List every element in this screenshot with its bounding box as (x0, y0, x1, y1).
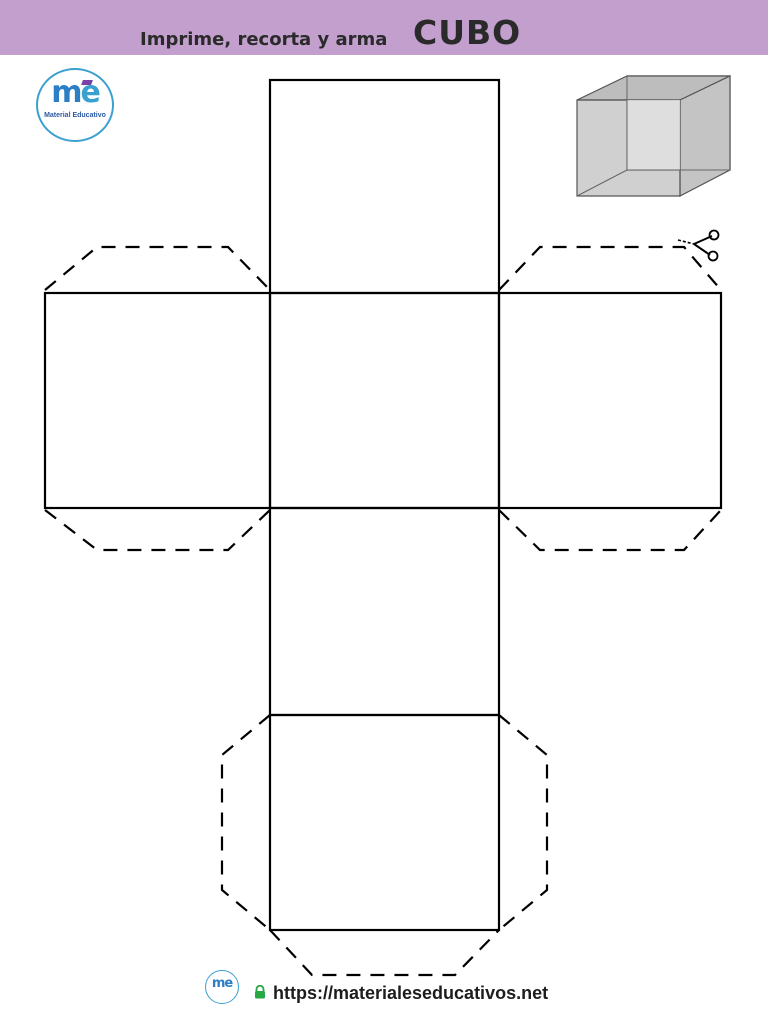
website-link[interactable]: https://materialeseducativos.net (273, 983, 549, 1003)
net-face-lower (268, 506, 501, 717)
cube-illustration (576, 75, 731, 197)
scissors-icon (677, 229, 720, 262)
net-face-center (268, 291, 501, 510)
glue-tab-bottom-right (498, 714, 549, 931)
glue-tab-bottom-bottom (269, 929, 500, 977)
footer-logo-mark: me (211, 976, 233, 991)
brand-logo: me Material Educativo (36, 68, 114, 142)
net-face-bottom (268, 713, 501, 932)
cube-inner-highlight (627, 100, 680, 170)
header-banner: Imprime, recorta y arma CUBO (0, 0, 768, 55)
glue-tab-left-bottom (44, 509, 271, 552)
net-face-left (43, 291, 272, 510)
lock-icon (255, 985, 265, 999)
logo-mark: me (38, 76, 112, 110)
footer: me https://materialeseducativos.net (205, 970, 585, 1010)
page-subtitle: Imprime, recorta y arma (140, 29, 388, 50)
glue-tab-right-bottom (498, 509, 722, 552)
glue-tab-left-top (44, 245, 271, 291)
logo-brand-text: Material Educativo (44, 112, 106, 119)
footer-logo: me (205, 970, 239, 1004)
logo-letter-e: e (80, 75, 100, 110)
net-face-right (497, 291, 723, 510)
net-face-top (268, 78, 501, 295)
logo-letter-m: m (51, 75, 82, 110)
glue-tab-right-top (498, 245, 722, 291)
page-title: CUBO (413, 13, 522, 52)
glue-tab-bottom-left (220, 714, 271, 931)
